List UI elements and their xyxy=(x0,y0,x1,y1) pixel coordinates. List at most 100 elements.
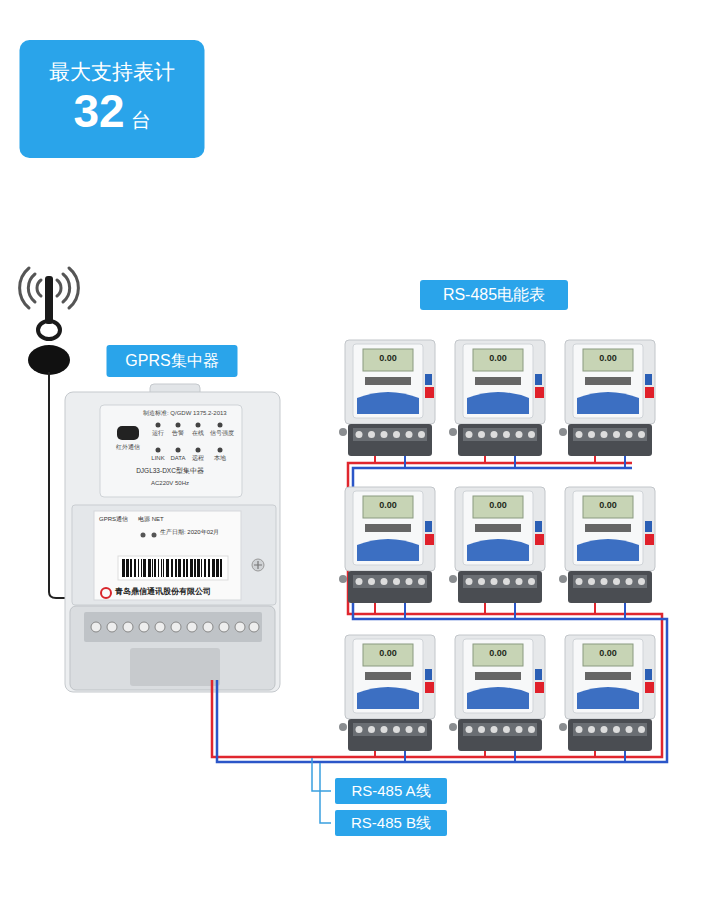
count-badge: 最大支持表计32台 xyxy=(20,40,205,158)
terminal-screw xyxy=(466,578,473,585)
meter-band xyxy=(467,392,529,414)
meter-button xyxy=(535,387,544,398)
meter-reading: 0.00 xyxy=(379,501,397,511)
antenna-body xyxy=(28,276,70,598)
wire-label: RS-485 A线 xyxy=(335,778,447,804)
concentrator-device xyxy=(65,384,280,692)
device-text: DATA xyxy=(170,455,185,462)
device-text: 本地 xyxy=(214,455,226,462)
text-row: RS-485电能表 xyxy=(443,286,545,304)
meter-shell xyxy=(345,487,435,571)
meter-terminal-strip xyxy=(463,428,537,441)
leader-lines xyxy=(312,758,331,823)
terminal-screw xyxy=(528,431,535,438)
meter-barcode xyxy=(475,672,521,680)
text-row: RS-485 B线 xyxy=(351,814,431,831)
terminal-screw xyxy=(576,431,583,438)
barcode-bar xyxy=(163,559,164,577)
barcode-bar xyxy=(143,559,146,577)
meter-button xyxy=(425,374,432,385)
meter-display xyxy=(363,349,413,371)
wire-drop xyxy=(624,601,626,619)
wire-drop xyxy=(514,601,516,619)
terminal-screw xyxy=(393,578,400,585)
terminal-screw xyxy=(601,726,608,733)
meter-band xyxy=(577,539,639,561)
meter-reading: 0.00 xyxy=(489,501,507,511)
terminal-screw xyxy=(626,726,633,733)
meter-terminal xyxy=(568,719,652,751)
meter-terminal xyxy=(568,571,652,603)
meter-ear xyxy=(339,723,347,731)
node-text: RS-485 A线 xyxy=(351,782,430,799)
meter-ear xyxy=(559,428,567,436)
terminal-screw xyxy=(368,726,375,733)
terminal-screw xyxy=(466,726,473,733)
terminal-screw xyxy=(418,726,425,733)
text-row: GPRS集中器 xyxy=(125,352,218,370)
terminal-screw xyxy=(393,726,400,733)
meter-shell xyxy=(455,487,545,571)
barcode-bar xyxy=(208,559,210,577)
meter-terminal-strip xyxy=(573,428,647,441)
meter-button xyxy=(425,387,434,398)
barcode-bar xyxy=(216,559,219,577)
meter-reading: 0.00 xyxy=(379,354,397,364)
barcode-bar xyxy=(122,559,125,577)
barcode-bar xyxy=(166,559,169,577)
meter-barcode xyxy=(365,672,411,680)
meter-button xyxy=(535,534,544,545)
wire-drop xyxy=(404,601,406,619)
barcode xyxy=(122,559,222,577)
meter-button xyxy=(645,521,652,532)
meter-terminal xyxy=(348,571,432,603)
terminal-screw xyxy=(356,726,363,733)
meter-reading: 0.00 xyxy=(599,501,617,511)
meter-terminal-strip xyxy=(573,575,647,588)
barcode-bar xyxy=(190,559,193,577)
meter-terminal-strip xyxy=(463,575,537,588)
device-text: AC220V 50Hz xyxy=(151,480,189,487)
meter-shell xyxy=(455,340,545,424)
meter-terminal xyxy=(348,424,432,456)
meter-button xyxy=(535,669,542,680)
node-text: RS-485电能表 xyxy=(443,286,545,304)
meter-barcode xyxy=(365,524,411,532)
barcode-bar xyxy=(148,559,151,577)
text-row: 最大支持表计 xyxy=(49,60,175,84)
meter-barcode xyxy=(475,377,521,385)
wire-drop xyxy=(514,454,516,468)
terminal-screw xyxy=(418,578,425,585)
terminal-screw xyxy=(368,431,375,438)
terminal-screw xyxy=(601,578,608,585)
meter-reading: 0.00 xyxy=(599,354,617,364)
terminal-screw xyxy=(613,431,620,438)
device-text: DJGL33-DXC型集中器 xyxy=(136,467,204,474)
terminal-screw xyxy=(638,578,645,585)
meter-button xyxy=(645,387,654,398)
wire-label: RS-485 B线 xyxy=(335,810,447,836)
node-text: 台 xyxy=(131,109,151,132)
terminal-screw xyxy=(418,431,425,438)
terminal-screw xyxy=(503,431,510,438)
terminal-screw xyxy=(626,578,633,585)
terminal-screw xyxy=(478,578,485,585)
meter-button xyxy=(535,521,542,532)
meter-ear xyxy=(449,575,457,583)
meter-display xyxy=(363,496,413,518)
barcode-bar xyxy=(130,559,132,577)
meter-button xyxy=(645,534,654,545)
barcode-bar xyxy=(126,559,129,577)
device-text: GPRS通信 xyxy=(99,516,128,523)
device-text: 生产日期: 2020年02月 xyxy=(160,529,219,536)
meter-ear xyxy=(339,428,347,436)
meter-barcode xyxy=(475,524,521,532)
terminal-screw xyxy=(588,431,595,438)
meter-button xyxy=(425,682,434,693)
terminal-screw xyxy=(368,578,375,585)
terminal-screw xyxy=(626,431,633,438)
terminal-screw xyxy=(381,726,388,733)
barcode-bar xyxy=(138,559,139,577)
device-text: 在线 xyxy=(192,430,204,437)
meter-terminal-strip xyxy=(353,723,427,736)
